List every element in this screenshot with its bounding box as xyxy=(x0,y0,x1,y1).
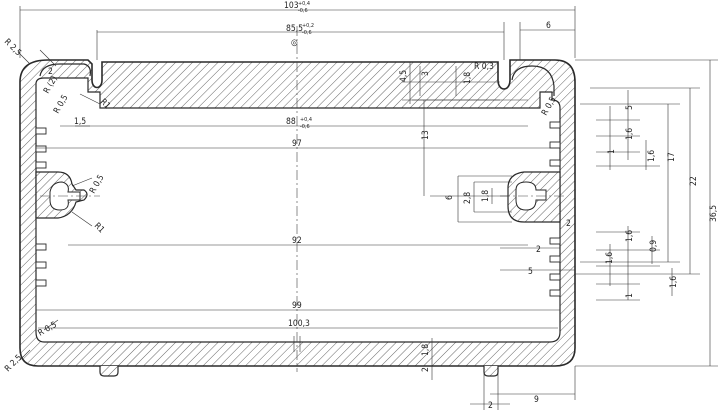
label-symbol: ◎ xyxy=(291,38,298,48)
label-inner-width-88: 88 xyxy=(286,117,296,127)
label-height-13: 13 xyxy=(421,130,431,140)
label-inner-width-88-tol-upper: +0,4 xyxy=(300,117,312,123)
bottom-foot-left xyxy=(99,366,119,377)
label-inner-width-92: 92 xyxy=(292,236,302,246)
label-overall-width-tol-lower: -0,6 xyxy=(298,8,308,14)
label-overall-height: 36,5 xyxy=(709,205,719,222)
label-radius-r0-3: R 0,3 xyxy=(474,62,494,72)
label-inner-width-97: 97 xyxy=(292,139,302,149)
label-overall-width-tol-upper: +0,4 xyxy=(298,1,310,7)
label-dim-1-8-slot: 1,8 xyxy=(481,190,491,202)
label-dim-2-wall: 2 xyxy=(566,219,571,229)
label-dim-1-b: 1 xyxy=(625,293,635,298)
label-rail-top-width: 6 xyxy=(546,21,551,31)
label-dim-5-top: 5 xyxy=(625,105,635,110)
label-upper-slot-tol-lower: -0,6 xyxy=(302,30,312,36)
label-radius-r0-5-b: R 0,5 xyxy=(88,173,107,195)
label-dim-2-foot: 2 xyxy=(488,401,493,410)
label-height-6: 6 xyxy=(445,195,455,200)
label-bottom-width: 100,3 xyxy=(288,319,310,329)
label-dim-1-8-bottom: 1,8 xyxy=(421,344,431,356)
label-dim-9: 9 xyxy=(534,395,539,405)
label-dim-1-6-a: 1,6 xyxy=(625,128,635,140)
label-overall-width: 103 xyxy=(284,1,299,11)
label-upper-slot-tol-upper: +0,2 xyxy=(302,23,314,29)
label-dim-1-6-d: 1,6 xyxy=(605,252,615,264)
profile-wall-hatch xyxy=(20,60,575,366)
label-upper-slot-width: 85,5 xyxy=(286,24,303,34)
label-dim-5-bottom: 5 xyxy=(528,267,533,277)
label-inner-width-88-tol-lower: -0,6 xyxy=(300,124,310,130)
profile-section xyxy=(19,26,576,377)
top-left-curl xyxy=(39,63,91,77)
profile-inner-contour xyxy=(35,77,561,343)
label-height-17: 17 xyxy=(667,152,677,162)
profile-outer-contour xyxy=(19,59,576,367)
top-right-curl xyxy=(511,65,555,96)
label-dim-1-a: 1 xyxy=(607,149,617,154)
dimension-lines xyxy=(17,6,718,410)
label-dim-1-6-b: 1,6 xyxy=(647,150,657,162)
bottom-foot-right xyxy=(483,366,499,377)
label-dim-2-8: 2,8 xyxy=(463,192,473,204)
label-dim-1-8-rail: 1,8 xyxy=(463,72,473,84)
label-dim-2-top: 2 xyxy=(48,67,53,77)
label-height-22: 22 xyxy=(689,176,699,186)
label-dim-1-6-c: 1,6 xyxy=(625,230,635,242)
label-dim-4-5: 4,5 xyxy=(399,70,409,82)
label-radius-r1-slot: R1 xyxy=(92,221,106,235)
label-dim-2-bottom: 2 xyxy=(421,367,431,372)
label-dim-0-9: 0,9 xyxy=(649,240,659,252)
label-radius-r0-5-bottom: R 0,5 xyxy=(37,320,59,339)
label-dim-1-6-e: 1,6 xyxy=(669,276,679,288)
left-grooves xyxy=(35,127,47,287)
label-dim-1-5: 1,5 xyxy=(74,117,86,127)
label-radius-r0-5-a: R 0,5 xyxy=(52,93,71,115)
label-inner-width-99: 99 xyxy=(292,301,302,311)
label-dim-3: 3 xyxy=(421,71,431,76)
label-dim-2-slot: 2 xyxy=(536,245,541,255)
